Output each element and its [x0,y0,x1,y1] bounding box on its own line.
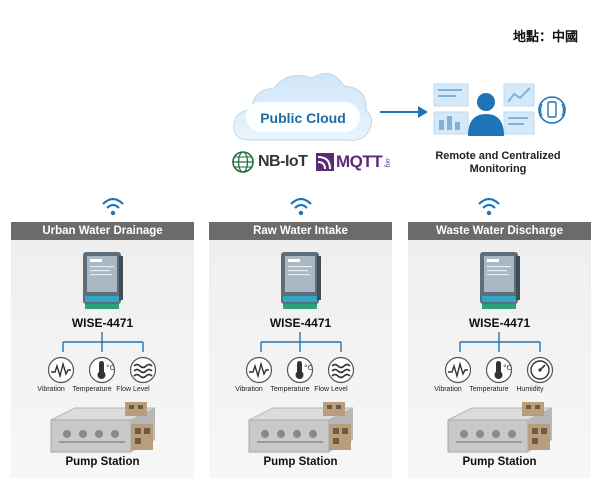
wave-icon [128,356,168,384]
public-cloud: Public Cloud [228,64,378,150]
sensor-label: Temperature [72,386,112,393]
thermometer-icon: °C [87,356,127,384]
sensor-label: Temperature [469,386,509,393]
sensor-label: Flow Level [314,386,348,393]
station-site-label: Pump Station [263,456,338,468]
station-title: Raw Water Intake [209,222,392,240]
svg-text:°C: °C [503,364,512,372]
pump-station-icon [248,402,354,453]
location-label: 地點：中國 [512,29,578,44]
monitoring-label-line2: Monitoring [469,163,527,175]
mqtt-text: MQTT [336,152,383,171]
wise-device-icon [83,252,123,309]
wise-device-icon [480,252,520,309]
arrow-right-icon [380,106,428,118]
wifi-icon [290,197,312,216]
connector-lines [260,332,342,352]
vibration-icon [46,356,86,384]
thermometer-icon: °C [484,356,524,384]
wifi-icon [102,197,124,216]
monitoring-illustration [433,83,566,136]
cloud-label: Public Cloud [260,110,346,126]
thermometer-icon: °C [285,356,325,384]
wise-device-icon [281,252,321,309]
gauge-icon [525,356,565,384]
device-model: WISE-4471 [71,316,134,330]
monitoring-label: Remote and Centralized Monitoring [408,150,588,176]
vibration-icon [244,356,284,384]
device-model: WISE-4471 [269,316,332,330]
cloud-icon [233,73,372,141]
sensor-label: Temperature [270,386,310,393]
connector-lines [459,332,541,352]
globe-icon [232,151,254,173]
pump-station-icon [447,402,553,453]
wave-icon [326,356,366,384]
station-site-label: Pump Station [65,456,140,468]
vibration-icon [443,356,483,384]
station-panel-2: Raw Water Intake WISE-4471 Vibration °C T… [209,222,392,478]
station-panel-1: Urban Water Drainage WISE-4471 Vibration… [11,222,194,478]
monitoring-label-line1: Remote and Centralized [435,150,561,162]
sensor-label: Humidity [516,386,544,393]
mqtt-signal-icon [316,153,334,171]
svg-text:°C: °C [106,364,115,372]
connector-lines [62,332,144,352]
station-panel-3: Waste Water Discharge WISE-4471 Vibratio… [408,222,591,478]
mqtt-logo: MQTT .org [316,150,390,174]
wifi-icon [478,197,500,216]
pump-station-icon [50,402,156,453]
sensor-label: Flow Level [116,386,150,393]
station-site-label: Pump Station [462,456,537,468]
station-title: Waste Water Discharge [408,222,591,240]
device-model: WISE-4471 [468,316,531,330]
station-title: Urban Water Drainage [11,222,194,240]
nbiot-text: NB-IoT [258,153,308,170]
nbiot-logo: NB-IoT [232,150,308,174]
svg-text:°C: °C [304,364,313,372]
sensor-label: Vibration [235,386,263,393]
sensor-label: Vibration [434,386,462,393]
mqtt-sub-text: .org [384,156,391,168]
sensor-label: Vibration [37,386,65,393]
